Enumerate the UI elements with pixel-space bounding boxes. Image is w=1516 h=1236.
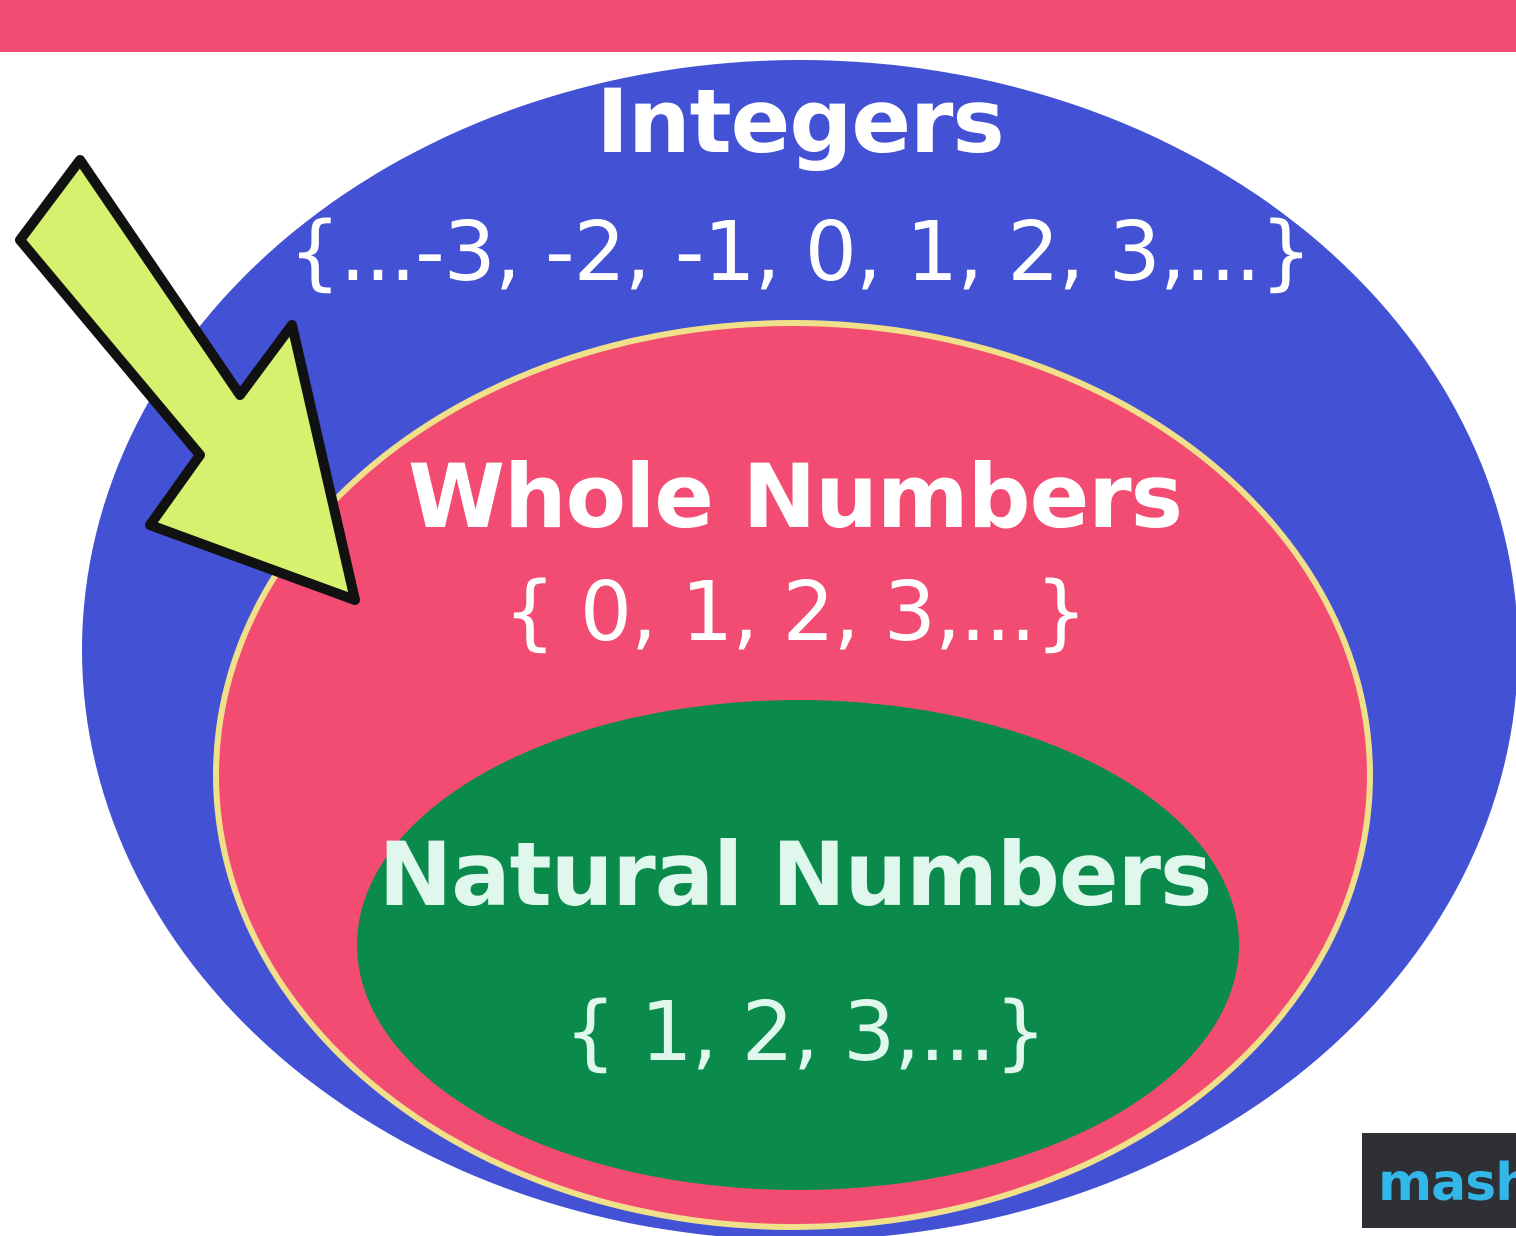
- top-band: [0, 0, 1516, 52]
- whole-numbers-members: { 0, 1, 2, 3,...}: [504, 565, 1087, 660]
- brand-logo: mashu: [1362, 1133, 1516, 1228]
- natural-numbers-set: [357, 700, 1239, 1190]
- whole-numbers-label: Whole Numbers: [408, 445, 1182, 548]
- logo-text: mashu: [1378, 1153, 1516, 1213]
- integers-members: {...-3, -2, -1, 0, 1, 2, 3,...}: [289, 205, 1312, 300]
- integers-label: Integers: [596, 70, 1004, 173]
- arrow-icon: [15, 155, 360, 605]
- natural-numbers-label: Natural Numbers: [379, 823, 1212, 926]
- natural-numbers-members: { 1, 2, 3,...}: [564, 985, 1045, 1080]
